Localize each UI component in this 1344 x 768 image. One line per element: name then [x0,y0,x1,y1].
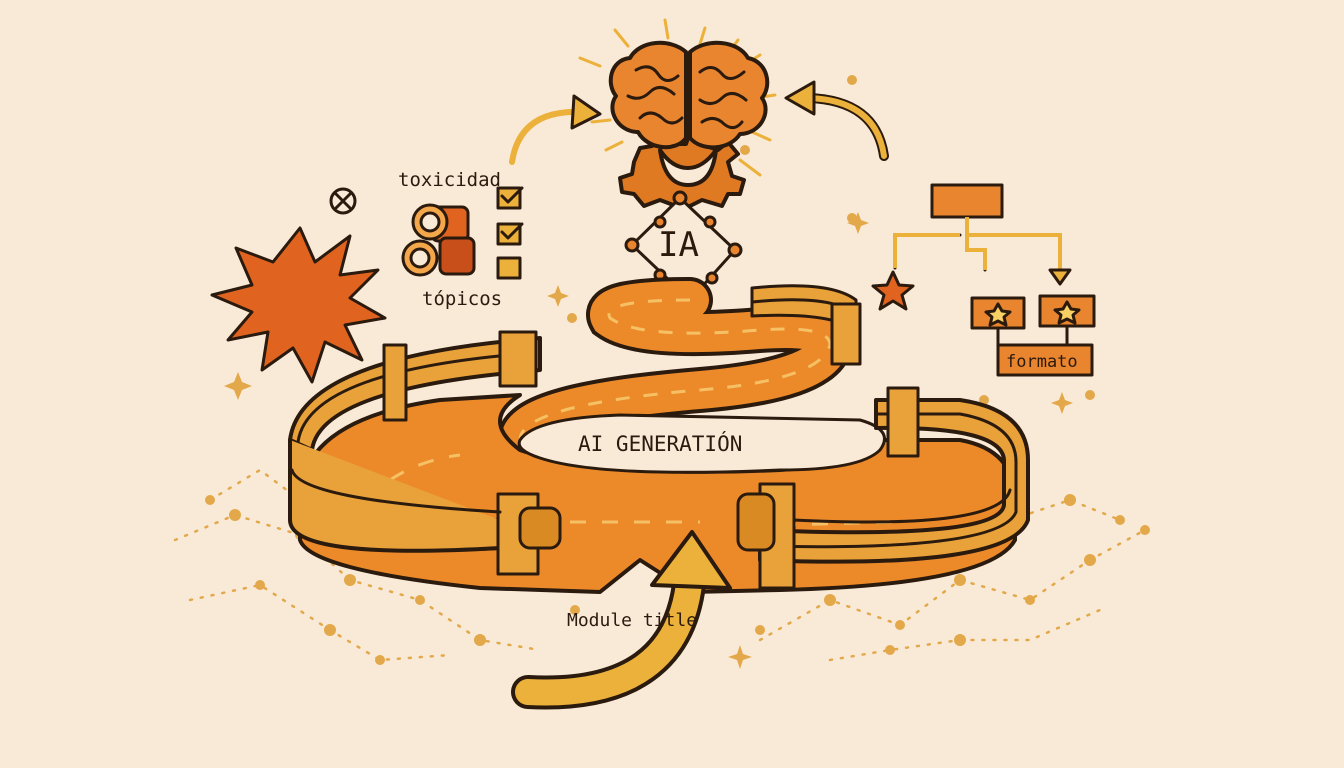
star-icon [871,270,915,311]
format-label: formato [1006,352,1078,372]
curved-arrow-left [509,94,602,165]
checkbox-icon [496,222,524,246]
guardrail-left [288,330,562,576]
star-icon [984,302,1012,327]
guardrail-back [750,284,862,366]
toxicity-label: toxicidad [398,169,501,191]
sparkle-icon [224,212,1073,669]
ai-badge-label: IA [658,225,699,265]
guardrail-right [736,386,1030,590]
module-arrow [511,530,732,710]
flowchart-icon: formato [871,183,1096,377]
starburst-icon [210,226,387,384]
generation-label: AI GENERATIÓN [578,431,742,456]
gear-icon [618,130,746,208]
topic-shapes [401,203,476,277]
star-icon [1053,300,1081,325]
curved-arrow-right [784,80,889,161]
road-path [497,277,854,463]
checkbox-icon [496,256,522,280]
prohibited-icon [329,187,357,215]
topics-label: tópicos [422,288,502,310]
module-title-label: Module title [567,610,697,631]
brain-icon [608,40,770,150]
checklist [496,186,524,280]
checkbox-icon [496,186,524,210]
